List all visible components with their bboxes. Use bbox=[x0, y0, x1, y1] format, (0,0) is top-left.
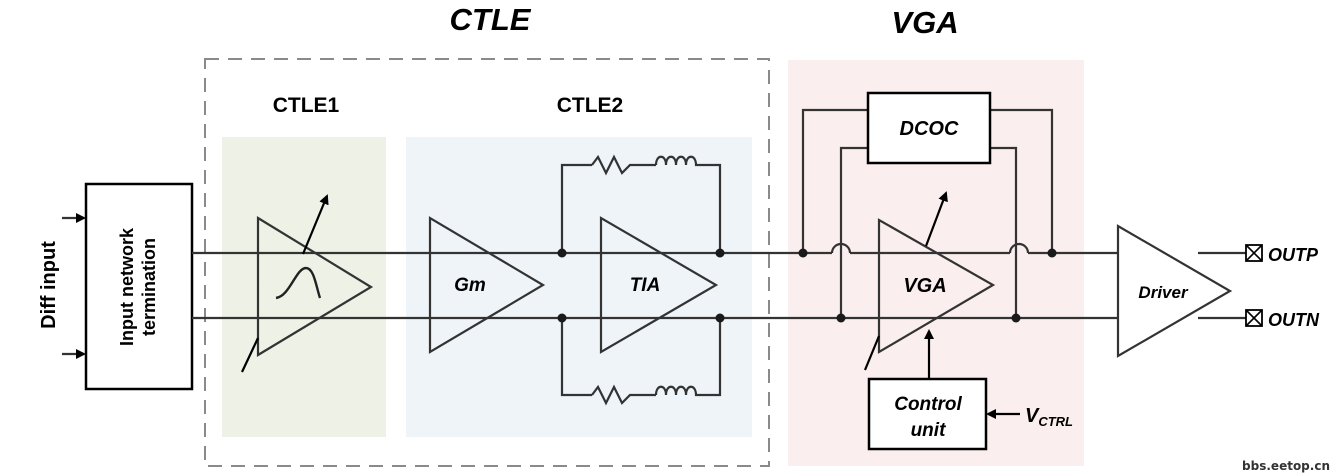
ctle1-region-background bbox=[222, 137, 386, 437]
vga-block-label: VGA bbox=[903, 275, 946, 297]
junction-dot bbox=[715, 313, 725, 323]
tia-feedback-bottom-inductor-icon bbox=[654, 318, 722, 397]
outp-label: OUTP bbox=[1268, 245, 1319, 265]
tia-feedback-top-inductor-icon bbox=[654, 155, 722, 253]
termination-line1: Input network bbox=[117, 227, 137, 346]
ctle-dashed-boundary bbox=[204, 58, 770, 467]
gm-amplifier-triangle bbox=[428, 216, 546, 354]
outn-pad-icon bbox=[1245, 309, 1263, 327]
control-unit-line2: unit bbox=[911, 420, 946, 441]
tia-feedback-top-resistor-icon bbox=[591, 154, 656, 176]
signal-path-p-crossover2 bbox=[1008, 242, 1030, 254]
tia-feedback-bottom-left bbox=[560, 318, 592, 397]
vga-title: VGA bbox=[891, 5, 958, 40]
ctle1-tuning-tail bbox=[241, 337, 259, 373]
driver-label: Driver bbox=[1138, 283, 1189, 302]
control-unit-line1: Control bbox=[894, 394, 962, 415]
junction-dot bbox=[557, 248, 567, 258]
tia-feedback-bottom-resistor-icon bbox=[591, 384, 656, 406]
vctrl-subscript: CTRL bbox=[1038, 414, 1073, 429]
tia-label: TIA bbox=[630, 275, 661, 296]
outn-label: OUTN bbox=[1268, 310, 1320, 330]
tia-feedback-top-left bbox=[560, 163, 592, 253]
junction-dot bbox=[798, 248, 808, 258]
junction-dot bbox=[557, 313, 567, 323]
tia-amplifier-triangle bbox=[599, 216, 719, 354]
junction-dot bbox=[1011, 313, 1021, 323]
dcoc-block bbox=[866, 91, 992, 165]
driver-triangle bbox=[1116, 224, 1233, 358]
vctrl-label: VCTRL bbox=[1025, 405, 1073, 429]
dcoc-inner-loop bbox=[839, 146, 868, 318]
ctle1-tuning-arrow bbox=[301, 194, 329, 255]
vga-amplifier-triangle bbox=[877, 218, 996, 354]
ctle1-amplifier-triangle bbox=[256, 216, 374, 357]
junction-dot bbox=[836, 313, 846, 323]
watermark: bbs.eetop.cn bbox=[1242, 459, 1330, 473]
junction-dot bbox=[1047, 248, 1057, 258]
diff-input-label: Diff input bbox=[38, 241, 60, 329]
ctle1-peaking-response-icon bbox=[275, 266, 322, 300]
outp-pad-icon bbox=[1245, 244, 1263, 262]
junction-dot bbox=[715, 248, 725, 258]
dcoc-label: DCOC bbox=[900, 118, 959, 140]
vctrl-main: V bbox=[1025, 405, 1040, 427]
vga-tuning-arrow bbox=[924, 191, 948, 247]
vga-tuning-tail bbox=[863, 335, 881, 371]
dcoc-outer-loop-right bbox=[990, 108, 1054, 253]
ctle1-label: CTLE1 bbox=[273, 94, 340, 117]
ctle2-label: CTLE2 bbox=[557, 94, 624, 117]
control-unit-block bbox=[867, 377, 988, 451]
termination-line2: termination bbox=[139, 238, 159, 336]
gm-label: Gm bbox=[454, 275, 486, 296]
dcoc-outer-loop bbox=[801, 108, 868, 253]
dcoc-inner-loop-right bbox=[990, 146, 1018, 318]
input-termination-block bbox=[84, 182, 194, 391]
ctle-title: CTLE bbox=[450, 2, 532, 37]
input-termination-label: Input network termination bbox=[117, 227, 159, 346]
